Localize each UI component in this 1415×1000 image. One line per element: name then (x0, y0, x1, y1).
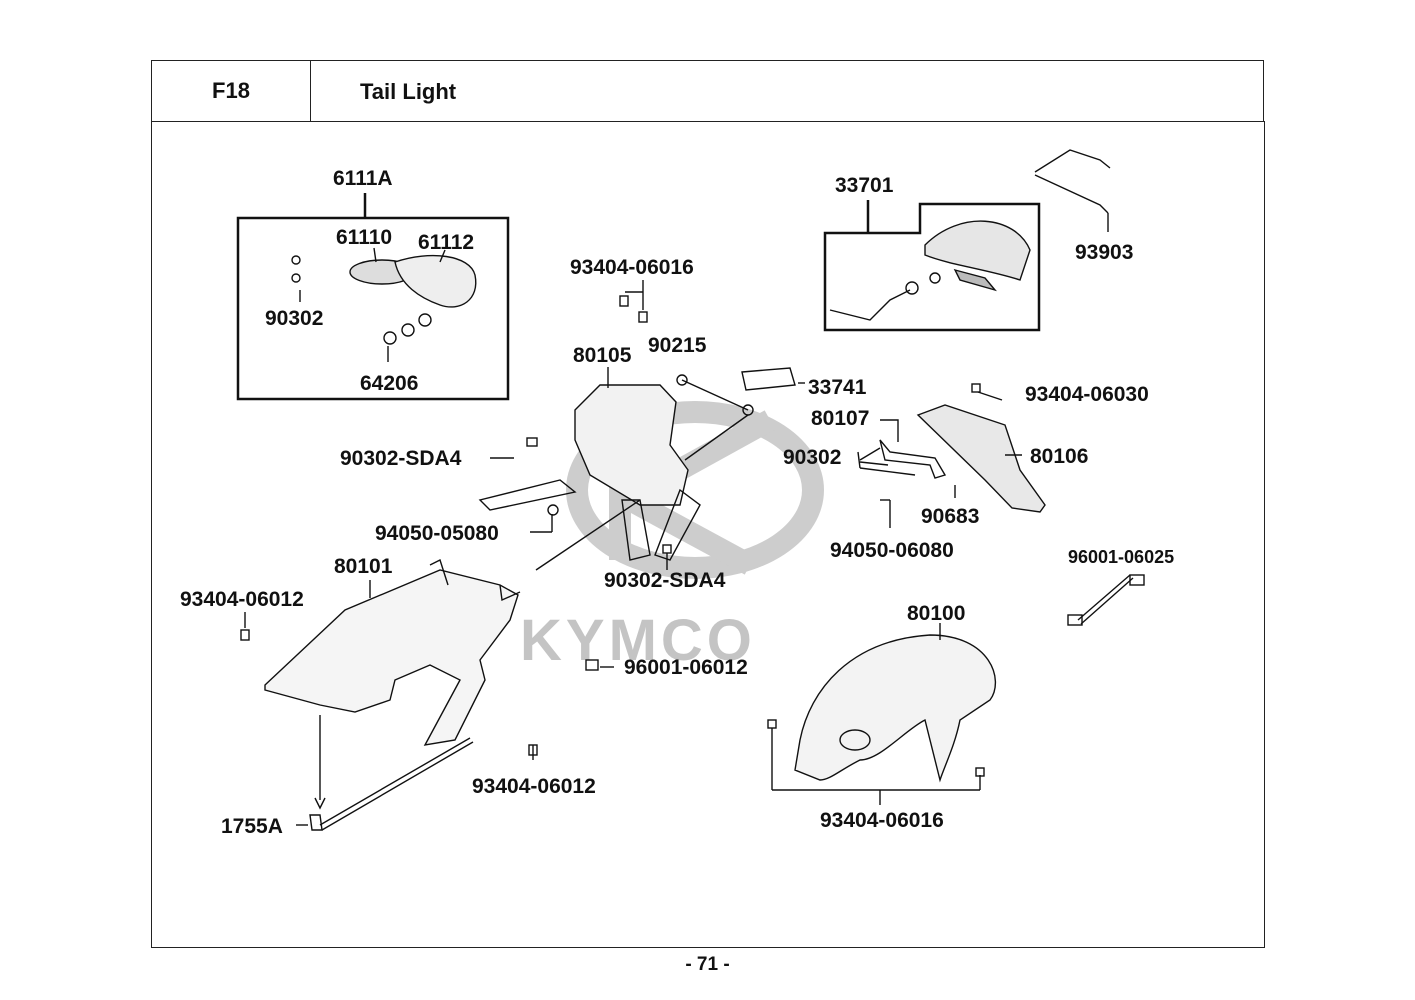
part-label-90302-sda4-a: 90302-SDA4 (340, 447, 462, 470)
part-label-93404-06016-top: 93404-06016 (570, 256, 694, 279)
part-label-6111A: 6111A (333, 167, 393, 190)
kymco-watermark-text: KYMCO (520, 608, 756, 673)
part-label-61112: 61112 (418, 231, 475, 254)
part-label-64206: 64206 (360, 372, 419, 395)
part-label-80101: 80101 (334, 555, 393, 578)
part-label-93404-06016-bottom: 93404-06016 (820, 809, 944, 832)
part-label-94050-06080: 94050-06080 (830, 539, 954, 562)
part-label-90302-b: 90302 (783, 446, 842, 469)
part-label-96001-06025: 96001-06025 (1068, 547, 1175, 567)
page-number: - 71 - (685, 954, 730, 975)
part-label-90215: 90215 (648, 334, 707, 357)
part-label-33741: 33741 (808, 376, 867, 399)
part-label-93404-06012-b: 93404-06012 (472, 775, 596, 798)
part-label-90683: 90683 (921, 505, 980, 528)
part-label-90302-sda4-b: 90302-SDA4 (604, 569, 726, 592)
part-label-93903: 93903 (1075, 241, 1134, 264)
part-label-61110: 61110 (336, 226, 393, 249)
diagram-frame (151, 121, 1265, 948)
part-label-90302-a: 90302 (265, 307, 324, 330)
part-label-1755A: 1755A (221, 815, 283, 838)
seat-lock-kit-box (236, 216, 510, 401)
part-label-94050-05080: 94050-05080 (375, 522, 499, 545)
part-label-33701: 33701 (835, 174, 894, 197)
part-label-80100: 80100 (907, 602, 966, 625)
part-label-80105: 80105 (573, 344, 632, 367)
part-label-93404-06012-a: 93404-06012 (180, 588, 304, 611)
tail-lamp-kit-box (823, 202, 1041, 332)
part-outlines (240, 149, 1145, 831)
section-title: Tail Light (310, 60, 1264, 122)
part-label-80106: 80106 (1030, 445, 1089, 468)
part-label-96001-06012: 96001-06012 (624, 656, 748, 679)
part-label-93404-06030: 93404-06030 (1025, 383, 1149, 406)
part-label-80107: 80107 (811, 407, 870, 430)
